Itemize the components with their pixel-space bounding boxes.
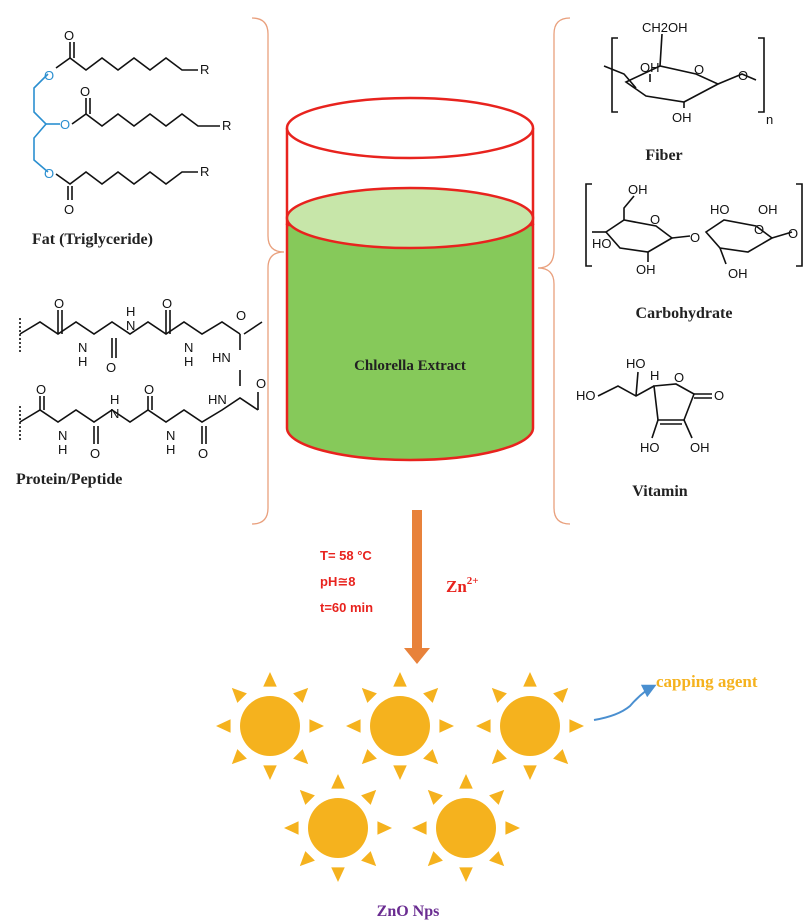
svg-text:O: O <box>788 226 798 241</box>
svg-text:O: O <box>198 446 208 461</box>
reaction-arrow <box>404 510 430 664</box>
beaker <box>285 96 535 462</box>
product-label: ZnO Nps <box>377 903 440 920</box>
svg-text:N: N <box>126 318 135 333</box>
svg-text:H: H <box>78 354 87 369</box>
fat-label: Fat (Triglyceride) <box>32 231 153 248</box>
svg-text:HO: HO <box>640 440 660 455</box>
svg-text:O: O <box>80 84 90 99</box>
svg-text:O: O <box>60 117 70 132</box>
condition-ph: pH≅8 <box>320 574 355 589</box>
svg-text:H: H <box>126 304 135 319</box>
svg-text:O: O <box>90 446 100 461</box>
left-bracket <box>251 17 285 525</box>
svg-text:O: O <box>54 296 64 311</box>
capping-agent-label: capping agent <box>656 672 758 691</box>
vitamin-label: Vitamin <box>632 483 688 500</box>
svg-text:OH: OH <box>758 202 778 217</box>
svg-text:HO: HO <box>626 356 646 371</box>
svg-text:O: O <box>44 68 54 83</box>
fiber-label: Fiber <box>645 147 682 164</box>
svg-text:O: O <box>754 222 764 237</box>
svg-text:OH: OH <box>672 110 692 125</box>
protein-label: Protein/Peptide <box>16 471 122 488</box>
condition-time: t=60 min <box>320 600 373 615</box>
nanoparticle <box>284 774 392 882</box>
svg-text:R: R <box>222 118 231 133</box>
svg-text:N: N <box>110 406 119 421</box>
fiber-structure: CH2OH O OH OH O n <box>603 20 773 127</box>
zno-nanoparticles <box>216 672 584 882</box>
svg-text:O: O <box>714 388 724 403</box>
svg-text:n: n <box>766 112 773 127</box>
svg-text:OH: OH <box>640 60 660 75</box>
svg-text:O: O <box>690 230 700 245</box>
protein-peptide-structure: O N H O H N O N H O HN HN O O N H O H N … <box>19 296 266 461</box>
svg-text:O: O <box>674 370 684 385</box>
svg-text:N: N <box>166 428 175 443</box>
nanoparticle <box>412 774 520 882</box>
right-bracket <box>537 17 571 525</box>
nanoparticle <box>216 672 324 780</box>
svg-text:HO: HO <box>592 236 612 251</box>
svg-text:H: H <box>650 368 659 383</box>
svg-text:OH: OH <box>728 266 748 281</box>
svg-text:O: O <box>144 382 154 397</box>
svg-text:O: O <box>738 68 748 83</box>
svg-text:H: H <box>110 392 119 407</box>
nanoparticle <box>476 672 584 780</box>
svg-text:HO: HO <box>576 388 596 403</box>
svg-text:OH: OH <box>636 262 656 277</box>
svg-text:N: N <box>58 428 67 443</box>
capping-agent-arrow <box>593 684 657 721</box>
carbohydrate-label: Carbohydrate <box>636 305 733 322</box>
svg-text:O: O <box>44 166 54 181</box>
svg-text:O: O <box>256 376 266 391</box>
condition-temperature: T= 58 °C <box>320 548 372 563</box>
svg-text:O: O <box>650 212 660 227</box>
svg-text:O: O <box>64 202 74 217</box>
svg-text:O: O <box>694 62 704 77</box>
svg-text:O: O <box>236 308 246 323</box>
nanoparticle <box>346 672 454 780</box>
svg-text:H: H <box>58 442 67 457</box>
beaker-label: Chlorella Extract <box>354 358 466 374</box>
svg-text:R: R <box>200 62 209 77</box>
carbohydrate-structure: OH HO O OH O HO OH O OH O <box>585 182 803 281</box>
svg-text:N: N <box>78 340 87 355</box>
svg-text:CH2OH: CH2OH <box>642 20 688 35</box>
svg-text:HN: HN <box>208 392 227 407</box>
svg-text:H: H <box>184 354 193 369</box>
svg-text:OH: OH <box>690 440 710 455</box>
vitamin-structure: HO HO H O O HO OH <box>576 356 724 455</box>
fat-triglyceride-structure: O O R O O R O R O <box>33 28 231 217</box>
zinc-ion-label: Zn2+ <box>446 575 479 596</box>
svg-text:O: O <box>162 296 172 311</box>
svg-text:O: O <box>64 28 74 43</box>
svg-text:HN: HN <box>212 350 231 365</box>
svg-text:O: O <box>106 360 116 375</box>
svg-text:OH: OH <box>628 182 648 197</box>
svg-text:HO: HO <box>710 202 730 217</box>
svg-text:O: O <box>36 382 46 397</box>
svg-text:R: R <box>200 164 209 179</box>
svg-text:N: N <box>184 340 193 355</box>
svg-text:H: H <box>166 442 175 457</box>
